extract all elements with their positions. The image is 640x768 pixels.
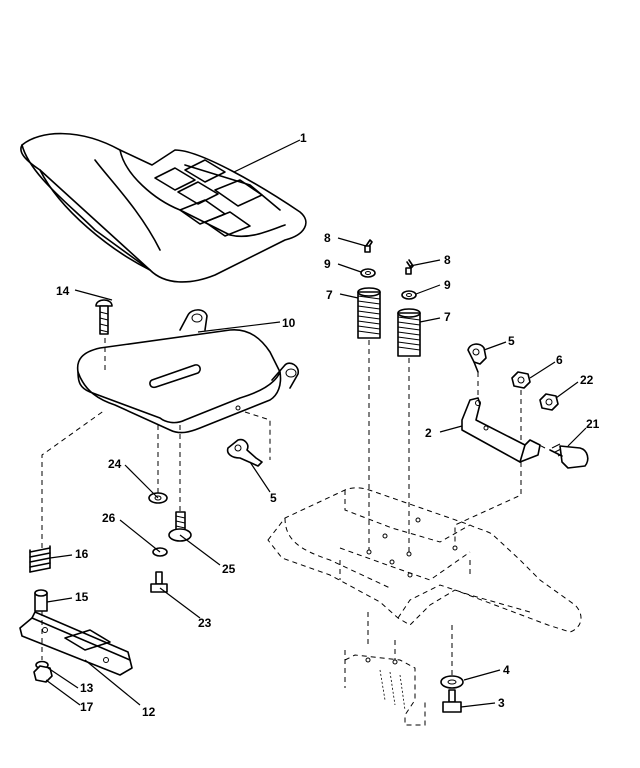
callout-12: 12 bbox=[142, 705, 156, 719]
callout-6: 6 bbox=[556, 353, 563, 367]
callout-15: 15 bbox=[75, 590, 89, 604]
callout-8-left: 8 bbox=[324, 231, 331, 245]
nut-6 bbox=[511, 371, 531, 389]
washer-9-right bbox=[401, 290, 417, 300]
callout-labels: 1 10 14 24 5 26 25 23 16 15 13 17 12 8 9… bbox=[56, 131, 600, 719]
seat-pan bbox=[76, 309, 300, 434]
callout-16: 16 bbox=[75, 547, 89, 561]
callout-2: 2 bbox=[425, 426, 432, 440]
seat-clip-5-lower bbox=[226, 438, 263, 467]
pin-8-left bbox=[364, 239, 373, 253]
callout-17: 17 bbox=[80, 700, 94, 714]
callout-13: 13 bbox=[80, 681, 94, 695]
shoulder-bolt-25 bbox=[168, 511, 192, 542]
callout-24: 24 bbox=[108, 457, 122, 471]
nut-17 bbox=[33, 665, 53, 683]
callout-25: 25 bbox=[222, 562, 236, 576]
callout-26: 26 bbox=[102, 511, 116, 525]
washer-4 bbox=[440, 675, 464, 689]
bushing-15 bbox=[34, 589, 48, 612]
callout-4: 4 bbox=[503, 663, 510, 677]
callout-21: 21 bbox=[586, 417, 600, 431]
nut-22 bbox=[539, 393, 559, 411]
washer-9-left bbox=[360, 268, 376, 278]
callout-5-upper: 5 bbox=[508, 334, 515, 348]
bracket-2 bbox=[461, 397, 541, 463]
callout-9-right: 9 bbox=[444, 278, 451, 292]
seat-clip-5-upper bbox=[467, 343, 487, 373]
leader-lines bbox=[45, 139, 587, 708]
pin-8-right bbox=[405, 259, 414, 275]
bolt-3 bbox=[442, 689, 462, 713]
callout-14: 14 bbox=[56, 284, 70, 298]
callout-22: 22 bbox=[580, 373, 594, 387]
dash-line-bolt21 bbox=[529, 439, 546, 449]
callout-5-lower: 5 bbox=[270, 491, 277, 505]
callout-23: 23 bbox=[198, 616, 212, 630]
callout-7-left: 7 bbox=[326, 288, 333, 302]
tractor-frame bbox=[267, 487, 582, 726]
bolt-21 bbox=[549, 443, 589, 469]
spring-16 bbox=[29, 545, 51, 573]
callout-10: 10 bbox=[282, 316, 296, 330]
callout-1: 1 bbox=[300, 131, 307, 145]
spring-7-left bbox=[357, 287, 381, 339]
callout-7-right: 7 bbox=[444, 310, 451, 324]
dash-line-left bbox=[41, 409, 106, 548]
spring-7-right bbox=[397, 308, 421, 357]
seat-cushion bbox=[20, 132, 307, 283]
screw-23 bbox=[150, 571, 168, 593]
callout-9-left: 9 bbox=[324, 257, 331, 271]
callout-8-right: 8 bbox=[444, 253, 451, 267]
carriage-bolt-14 bbox=[95, 299, 113, 335]
callout-3: 3 bbox=[498, 696, 505, 710]
